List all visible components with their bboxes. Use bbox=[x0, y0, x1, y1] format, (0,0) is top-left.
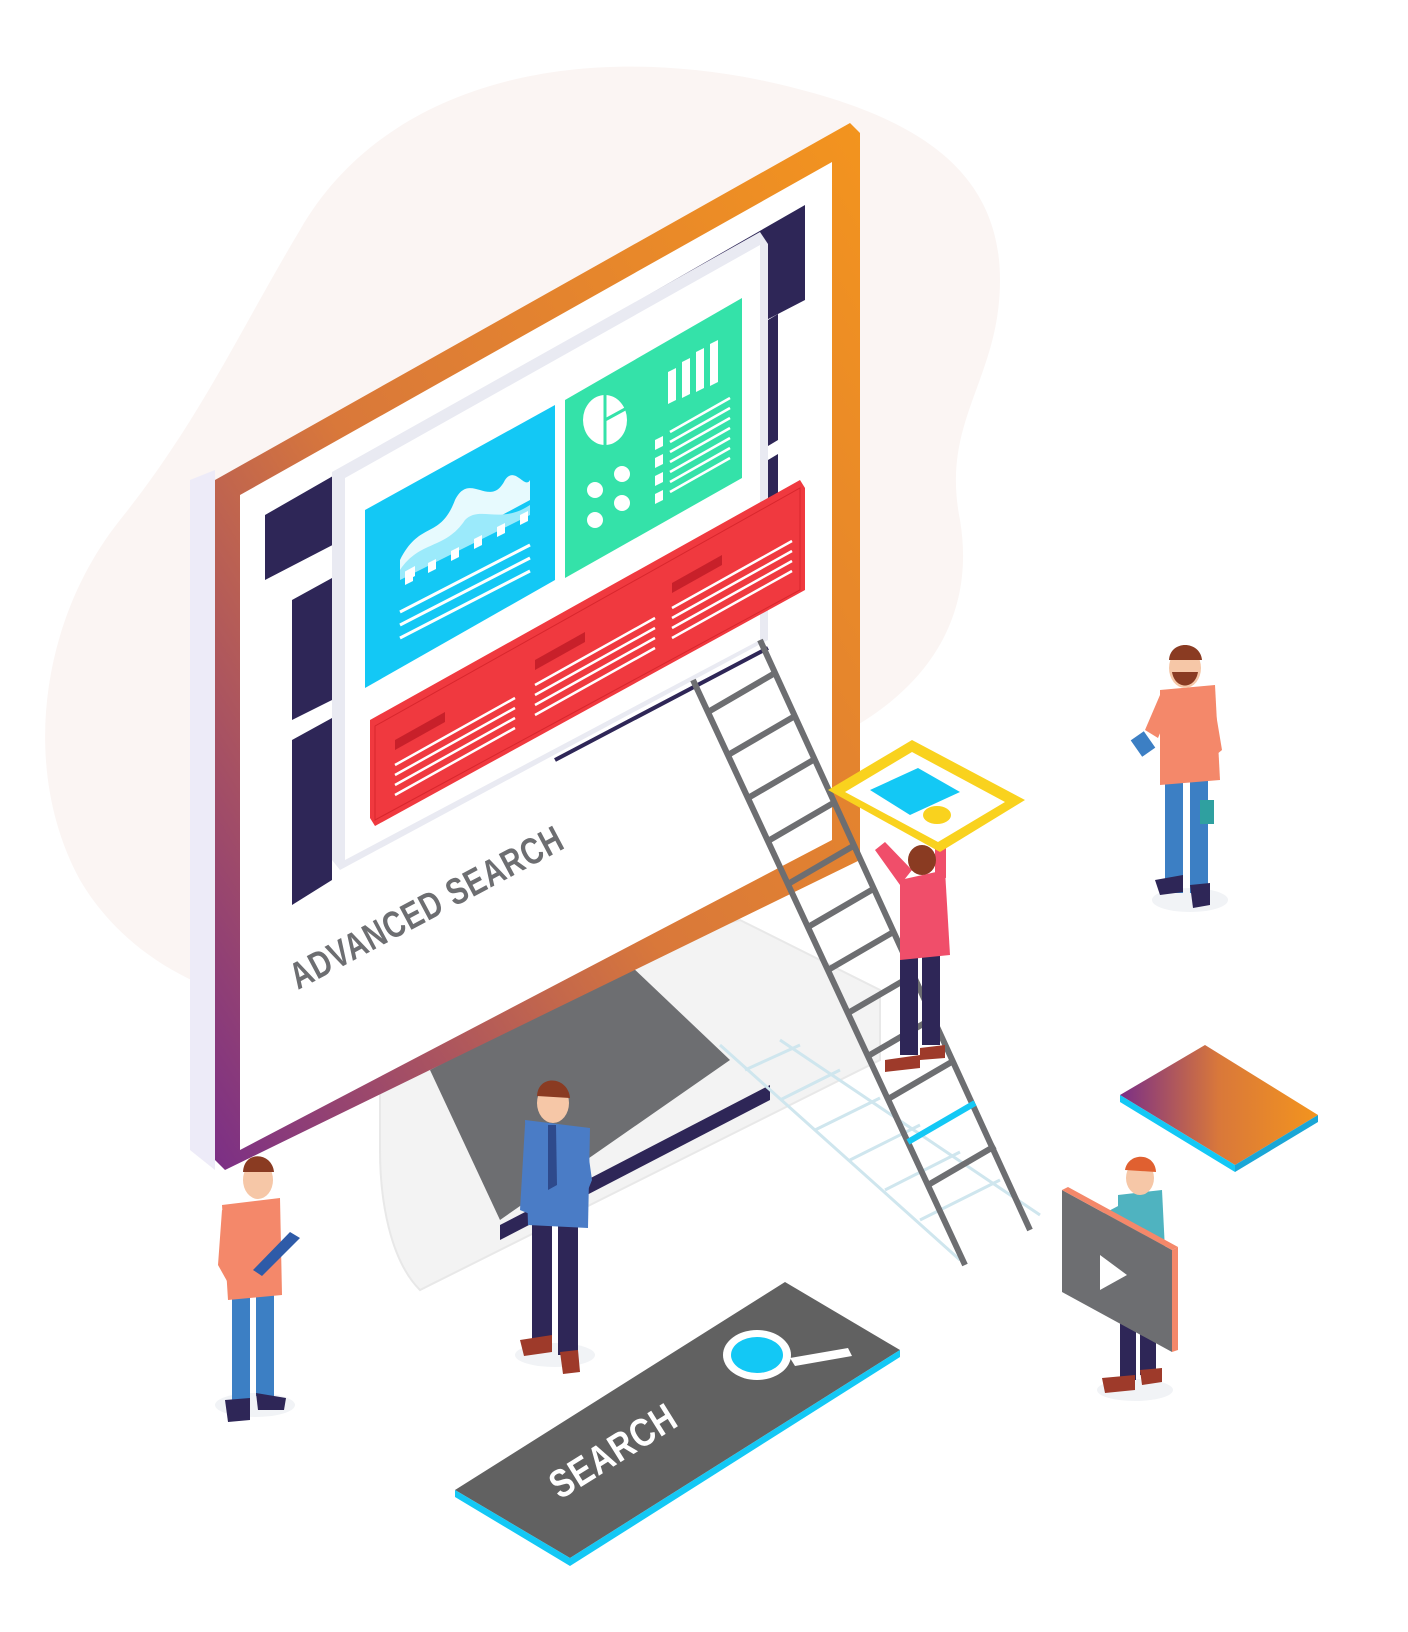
monitor: ADVANCED SEARCH bbox=[190, 123, 860, 1170]
ladder bbox=[690, 638, 1033, 1267]
results-panel bbox=[370, 480, 805, 826]
magnifier-icon bbox=[723, 1330, 852, 1380]
person-on-ladder bbox=[875, 842, 950, 1072]
ladder-shadow bbox=[718, 1038, 1041, 1262]
stats-panel bbox=[565, 298, 742, 578]
gradient-tile bbox=[1120, 1045, 1318, 1172]
area-chart-panel bbox=[365, 405, 555, 688]
person-with-phone bbox=[1130, 645, 1228, 912]
play-icon bbox=[1062, 1187, 1178, 1352]
image-icon bbox=[828, 740, 1025, 852]
person-with-tablet bbox=[215, 1156, 300, 1422]
search-bar[interactable]: SEARCH bbox=[455, 1282, 900, 1566]
pie-chart-icon bbox=[583, 395, 628, 445]
phone-icon bbox=[1130, 731, 1156, 757]
person-standing bbox=[515, 1080, 595, 1374]
bar-chart-icon bbox=[668, 340, 718, 404]
tablet-icon bbox=[253, 1232, 300, 1276]
